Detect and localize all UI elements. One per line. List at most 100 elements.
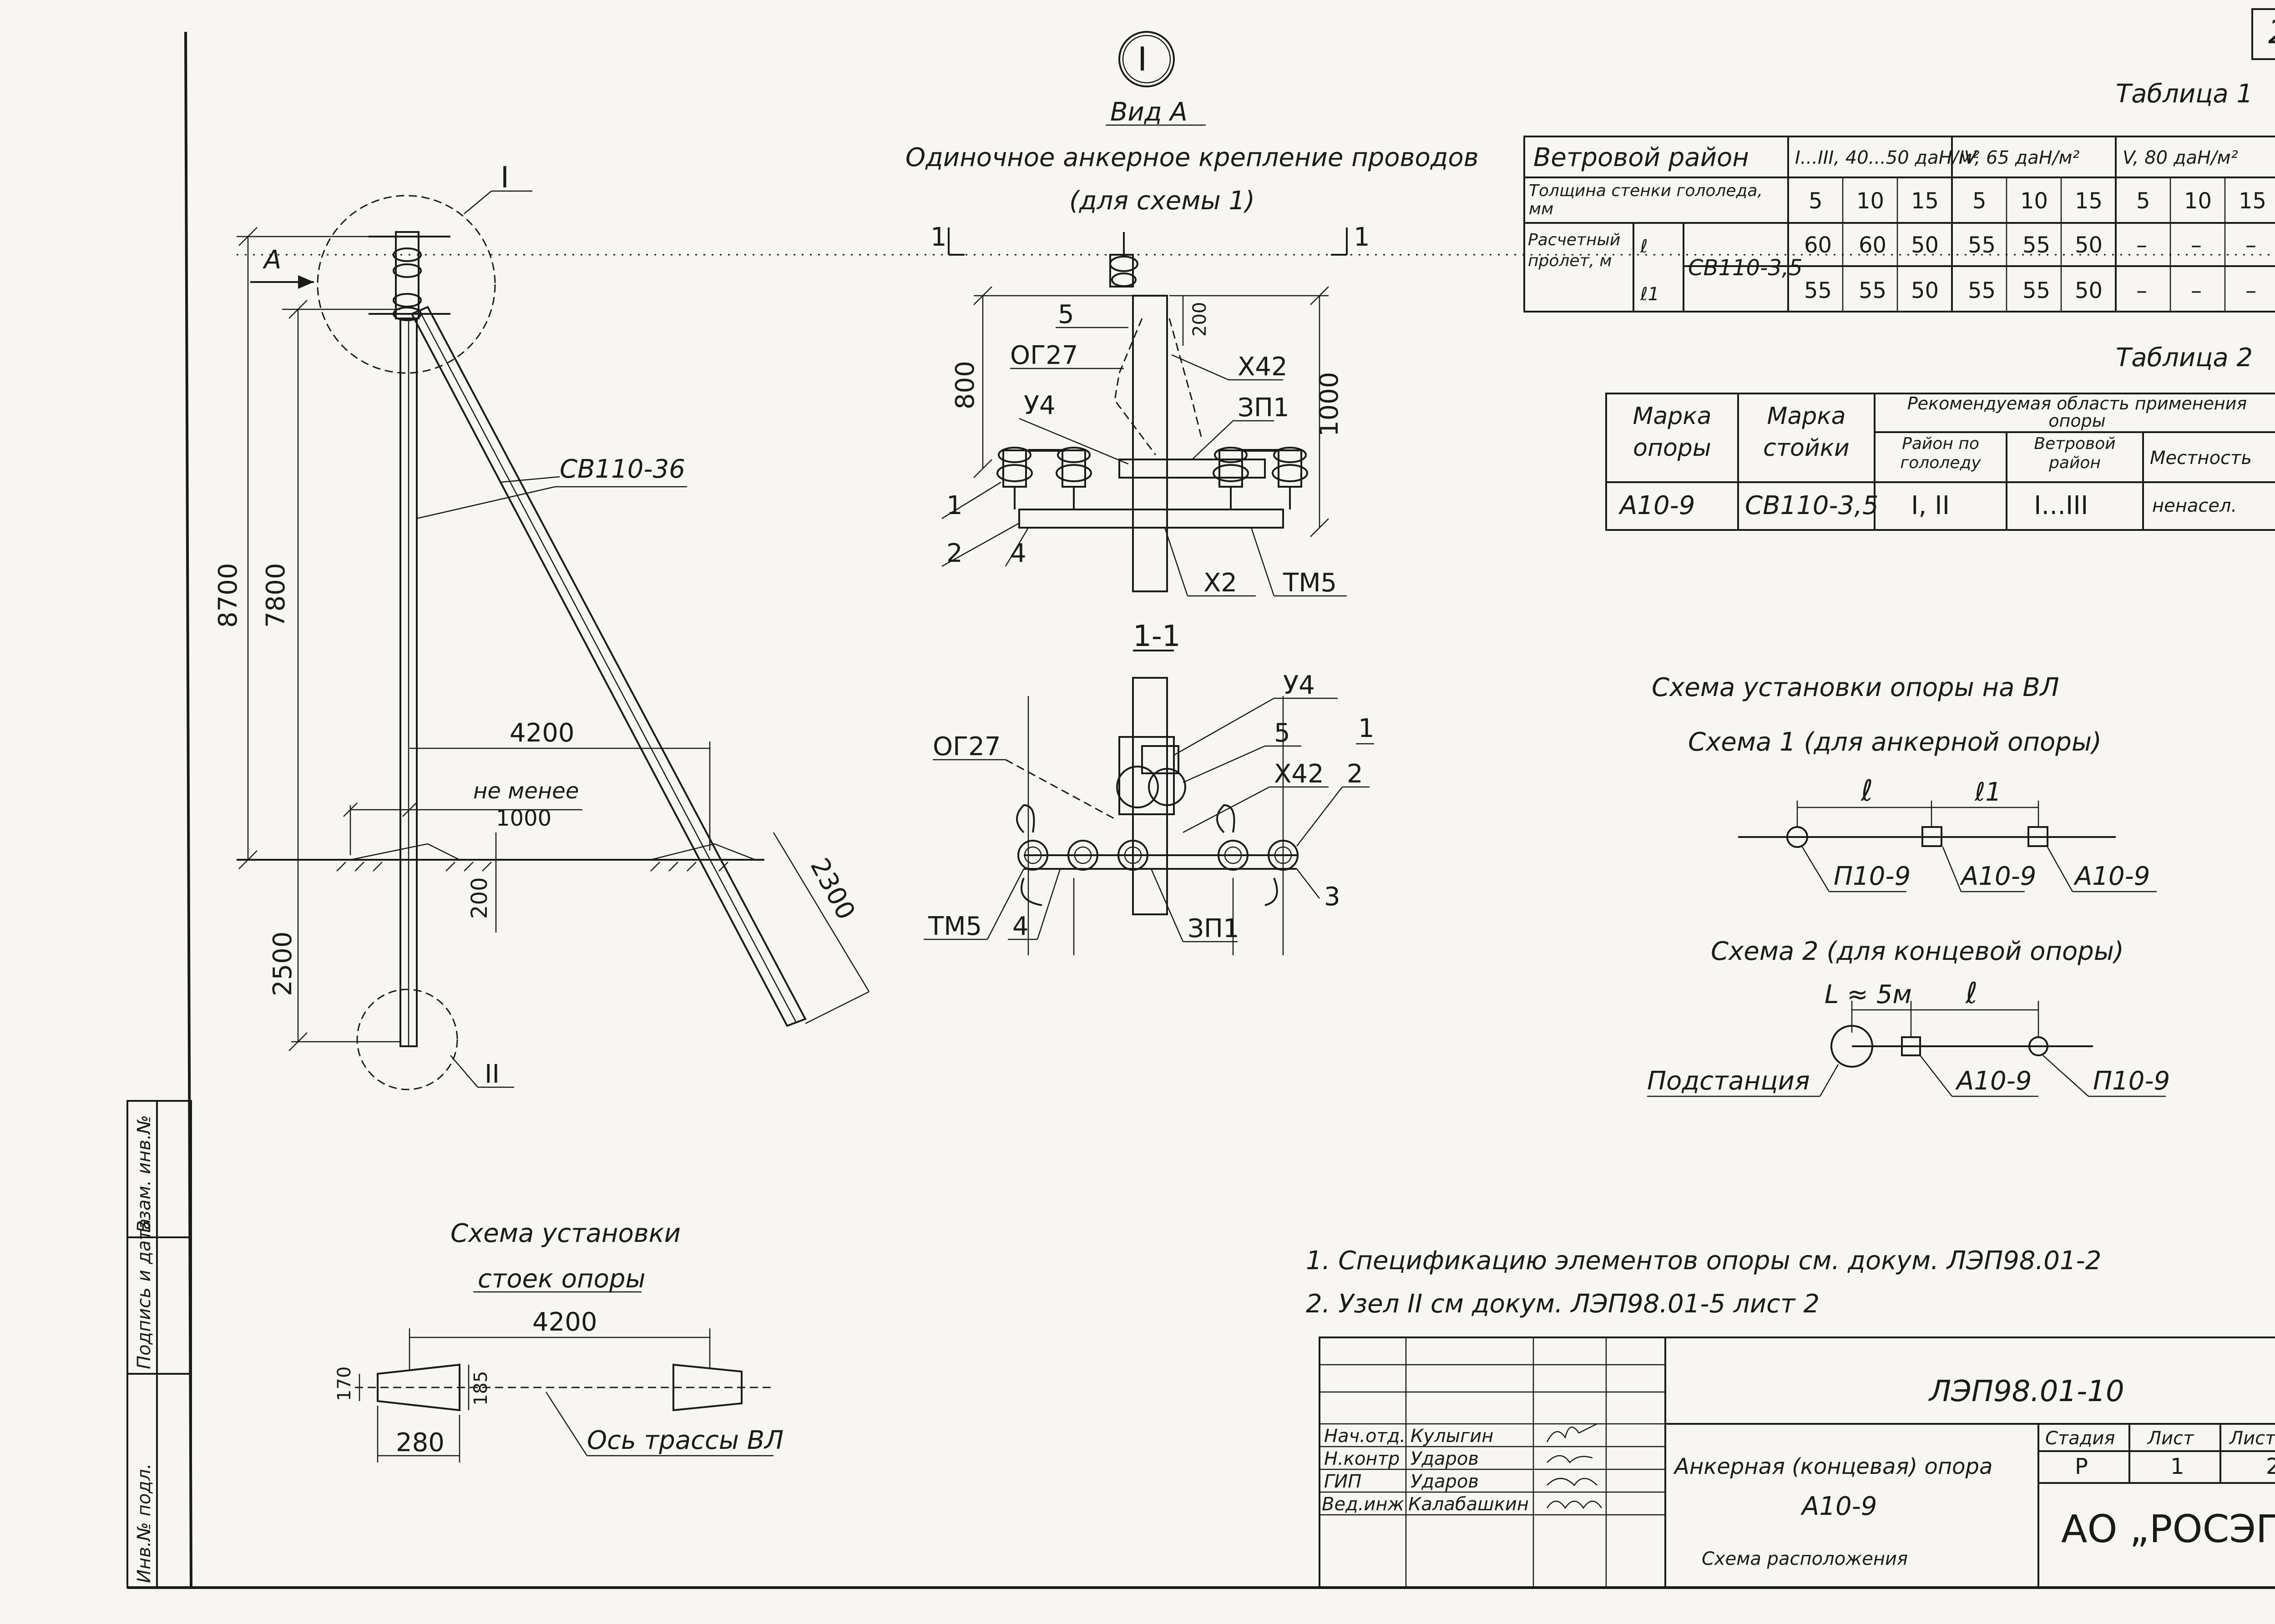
name-3: Ударов bbox=[1410, 1471, 1479, 1492]
label-x42: Х42 bbox=[1238, 352, 1288, 382]
node-label-II: II bbox=[485, 1059, 500, 1089]
section-view: 1-1 У4 5 ОГ27 bbox=[924, 620, 1375, 955]
table2-place: ненасел. bbox=[2152, 495, 2237, 516]
table1-h-1: I...III, 40...50 даН/м² bbox=[1795, 147, 1979, 168]
role-1: Нач.отд. bbox=[1324, 1426, 1405, 1447]
role-3: ГИП bbox=[1324, 1471, 1361, 1492]
label-5: 5 bbox=[1058, 300, 1074, 329]
table-1: Таблица 1 Ветровой район I...III, 40...5… bbox=[1523, 79, 2275, 313]
svg-text:15: 15 bbox=[1911, 188, 1939, 214]
strut-pole bbox=[410, 306, 807, 1027]
svg-text:50: 50 bbox=[1911, 232, 1939, 258]
dim-800: 800 bbox=[950, 361, 980, 409]
node-circle-I bbox=[317, 195, 496, 374]
notes: 1. Спецификацию элементов опоры см. доку… bbox=[1306, 1246, 2101, 1319]
sheet: 1 bbox=[2170, 1454, 2184, 1479]
stand-left bbox=[377, 1363, 460, 1412]
view-caption: Одиночное анкерное крепление проводов bbox=[905, 143, 1479, 172]
crossarm-beam bbox=[1018, 509, 1284, 529]
label-zp1: ЗП1 bbox=[1238, 393, 1289, 423]
svg-text:60: 60 bbox=[1859, 232, 1886, 258]
section-label-3: 3 bbox=[1324, 882, 1340, 912]
label-tm5: ТМ5 bbox=[1283, 568, 1337, 598]
svg-text:15: 15 bbox=[2239, 188, 2266, 214]
install-dim-185: 185 bbox=[470, 1371, 491, 1406]
name-2: Ударов bbox=[1410, 1448, 1479, 1469]
dim-ground-depth: 200 bbox=[467, 877, 492, 919]
label-1: 1 bbox=[946, 491, 963, 520]
sheet-number: 21 bbox=[2268, 13, 2275, 51]
svg-text:55: 55 bbox=[1968, 232, 1996, 258]
dim-200: 200 bbox=[1189, 302, 1210, 337]
ground-mound bbox=[650, 843, 756, 861]
label-x2: Х2 bbox=[1203, 568, 1237, 598]
pole-label: СВ110-36 bbox=[560, 454, 685, 484]
h-sheet: Лист bbox=[2147, 1428, 2194, 1449]
scheme1-label-3: А10-9 bbox=[2073, 862, 2150, 891]
node-mark: I bbox=[1138, 40, 1147, 78]
section-label-1: 1 bbox=[1358, 714, 1375, 743]
table-2: Таблица 2 Марка опоры Марка стойки Реком… bbox=[1605, 343, 2275, 531]
svg-text:5: 5 bbox=[1972, 188, 1987, 214]
install-title: Схема установки bbox=[450, 1219, 681, 1248]
install-dim-280: 280 bbox=[396, 1428, 445, 1458]
arrow-label: А bbox=[263, 245, 281, 275]
svg-text:50: 50 bbox=[2075, 278, 2103, 303]
table2-h-ice: Район по гололеду bbox=[1900, 434, 1981, 472]
dim-min-label: не менее bbox=[473, 778, 579, 804]
svg-text:55: 55 bbox=[2022, 278, 2050, 303]
scheme2-label-1: Подстанция bbox=[1647, 1066, 1810, 1096]
svg-text:55: 55 bbox=[1968, 278, 1996, 303]
sheet-number-box: 21 bbox=[2251, 8, 2275, 60]
company: АО „РОСЭП” bbox=[2061, 1507, 2275, 1551]
svg-text:10: 10 bbox=[2184, 188, 2212, 214]
table2-h-area: Рекомендуемая область применения опоры bbox=[1907, 395, 2247, 431]
install-dim-170: 170 bbox=[334, 1367, 355, 1401]
table1-row-l: 60 60 50 55 55 50 – – – bbox=[1804, 232, 2256, 258]
table1-row-l1: 55 55 50 55 55 50 – – – bbox=[1804, 278, 2256, 303]
svg-text:–: – bbox=[2245, 232, 2256, 258]
scheme1-title: Схема 1 (для анкерной опоры) bbox=[1688, 727, 2102, 757]
dim-strut-below: 2300 bbox=[804, 853, 861, 924]
node-circle-II bbox=[356, 989, 458, 1090]
table1-span-label: Расчетный пролет, м bbox=[1528, 231, 1621, 270]
scheme1-p10-symbol bbox=[1786, 826, 1808, 848]
scheme-title: Схема установки опоры на ВЛ bbox=[1652, 673, 2059, 702]
table1-h-wind: Ветровой район bbox=[1533, 143, 1749, 172]
svg-text:10: 10 bbox=[1856, 188, 1884, 214]
section-label-tm5: ТМ5 bbox=[928, 912, 982, 941]
section-label-x42: Х42 bbox=[1274, 759, 1324, 789]
scheme2-label-2: А10-9 bbox=[1955, 1066, 2032, 1096]
role-4: Вед.инж bbox=[1322, 1494, 1404, 1515]
table1-sym-l: ℓ bbox=[1640, 236, 1648, 257]
table2-stand: СВ110-3,5 bbox=[1745, 491, 1879, 520]
svg-text:–: – bbox=[2191, 278, 2202, 303]
table2-wind: I...III bbox=[2034, 491, 2088, 520]
signatures bbox=[1546, 1423, 1603, 1509]
section-insulators bbox=[1016, 804, 1299, 906]
svg-text:–: – bbox=[2136, 232, 2147, 258]
dim-min-value: 1000 bbox=[496, 806, 551, 831]
crossarm-view: 1 1 bbox=[930, 222, 1370, 598]
sheets: 2 bbox=[2266, 1454, 2275, 1479]
table1-ice-values: 5 10 15 5 10 15 5 10 15 bbox=[1809, 188, 2266, 214]
view-title: Вид А bbox=[1110, 97, 1188, 127]
scheme1-l1: ℓ1 bbox=[1974, 777, 2002, 807]
label-og27: ОГ27 bbox=[1010, 341, 1078, 370]
table1-ice-label: Толщина стенки гололеда, мм bbox=[1529, 182, 1763, 218]
svg-text:60: 60 bbox=[1804, 232, 1832, 258]
section-label-og27: ОГ27 bbox=[933, 732, 1001, 762]
section-mark-right: 1 bbox=[1354, 222, 1370, 252]
svg-text:15: 15 bbox=[2075, 188, 2103, 214]
scheme2-L: L ≈ 5м bbox=[1825, 980, 1912, 1009]
table2-h-stand: Марка стойки bbox=[1763, 403, 1850, 462]
section-label-zp1: ЗП1 bbox=[1188, 914, 1239, 943]
crossarm-pole bbox=[1132, 295, 1168, 592]
title-name-2: А10-9 bbox=[1800, 1492, 1877, 1521]
svg-text:55: 55 bbox=[2022, 232, 2050, 258]
svg-text:–: – bbox=[2245, 278, 2256, 303]
svg-text:55: 55 bbox=[1859, 278, 1886, 303]
table1-h-2: IV, 65 даН/м² bbox=[1959, 147, 2080, 168]
dim-below-ground: 2500 bbox=[268, 931, 298, 996]
